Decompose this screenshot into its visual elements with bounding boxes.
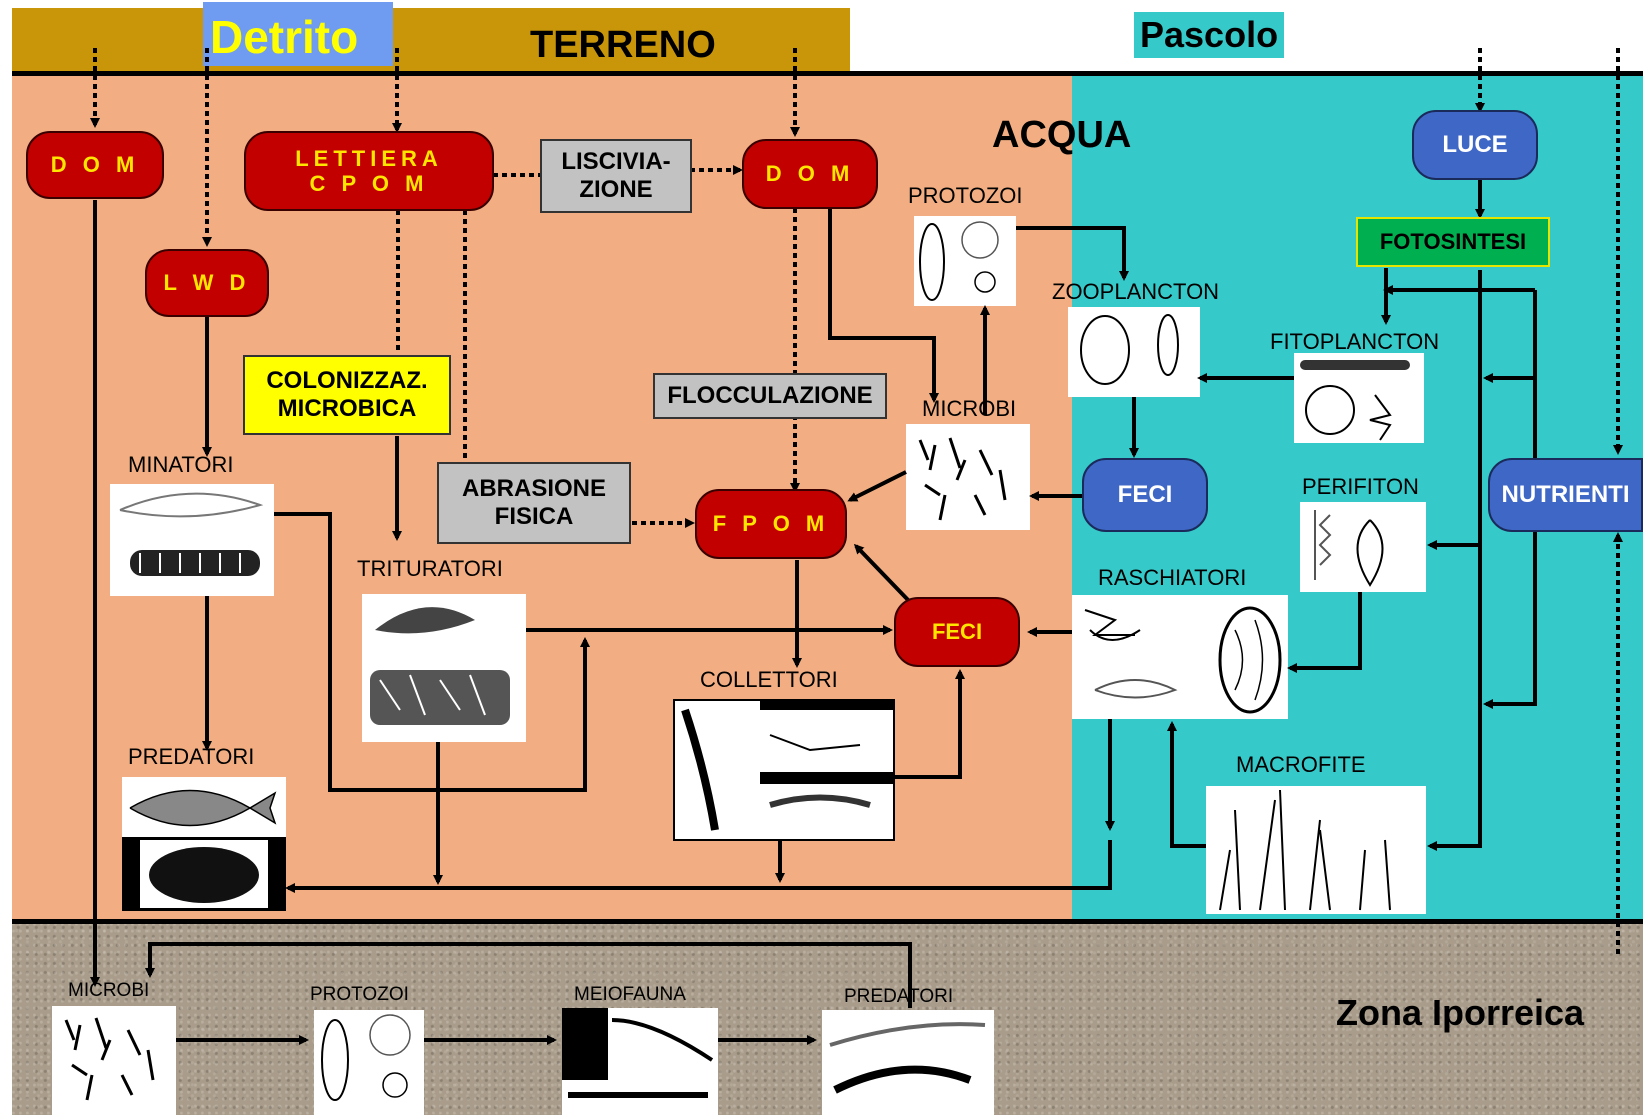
protozoa-illustration [914, 216, 1016, 306]
terreno-band [12, 8, 850, 74]
colonizzazione-box: COLONIZZAZ. MICROBICA [243, 355, 451, 435]
fotosintesi-box: FOTOSINTESI [1356, 217, 1550, 267]
feci-red-node: FECI [894, 597, 1020, 667]
nutrienti-node: NUTRIENTI [1488, 458, 1643, 532]
hyporheic-divider [12, 919, 1643, 924]
plant-illustration [1206, 786, 1426, 914]
microbi-label: MICROBI [922, 396, 1017, 421]
raschiatori-label: RASCHIATORI [1098, 565, 1247, 590]
surface-divider [12, 71, 1643, 76]
periphyton-illustration [1300, 502, 1426, 592]
protozoi-label: PROTOZOI [908, 183, 1023, 208]
detrito-title: Detrito [210, 11, 359, 63]
flocculazione-box: FLOCCULAZIONE [653, 373, 887, 419]
feci-blue-node: FECI [1082, 458, 1208, 532]
collettori-label: COLLETTORI [700, 667, 838, 692]
predatori-label: PREDATORI [128, 744, 255, 769]
lisciviazione-box: LISCIVIA- ZIONE [540, 139, 692, 213]
amphipod-illustration [362, 594, 526, 742]
terreno-title: TERRENO [530, 24, 716, 66]
hypo-meiofauna-label: MEIOFAUNA [574, 984, 686, 1005]
zooplankton-illustration [1068, 307, 1200, 397]
fish-illustration [122, 777, 286, 837]
microbe-illustration [906, 424, 1030, 530]
pascolo-title: Pascolo [1134, 12, 1285, 58]
macrofite-label: MACROFITE [1236, 752, 1366, 777]
minatori-label: MINATORI [128, 452, 234, 477]
acqua-title: ACQUA [992, 114, 1132, 156]
protozoa-illustration-hypo [314, 1010, 424, 1115]
fpom-node: F P O M [695, 489, 847, 559]
fitoplancton-label: FITOPLANCTON [1270, 329, 1440, 354]
collector-illustration [673, 699, 895, 841]
snail-illustration [1072, 595, 1288, 719]
dom-center-node: D O M [742, 139, 878, 209]
phytoplankton-illustration [1294, 353, 1424, 443]
zooplancton-label: ZOOPLANCTON [1052, 279, 1220, 304]
hypo-microbi-label: MICROBI [68, 980, 150, 1001]
hypo-protozoi-label: PROTOZOI [310, 984, 409, 1005]
larva-illustration [110, 484, 274, 596]
abrasione-box: ABRASIONE FISICA [437, 462, 631, 544]
trituratori-label: TRITURATORI [357, 556, 503, 581]
luce-node: LUCE [1412, 110, 1538, 180]
lettiera-cpom-node: LETTIERA C P O M [244, 131, 494, 211]
beetle-illustration [122, 837, 286, 911]
worm-illustration [562, 1008, 718, 1115]
zona-iporreica-title: Zona Iporreica [1336, 992, 1585, 1033]
perifiton-label: PERIFITON [1302, 474, 1419, 499]
microbe-illustration-hypo [52, 1006, 176, 1115]
lwd-node: L W D [145, 249, 269, 317]
detrito-label-bg [203, 2, 393, 66]
hypo-predatori-label: PREDATORI [844, 986, 954, 1007]
dom-left-node: D O M [26, 131, 164, 199]
predator-larva-illustration [822, 1010, 994, 1115]
